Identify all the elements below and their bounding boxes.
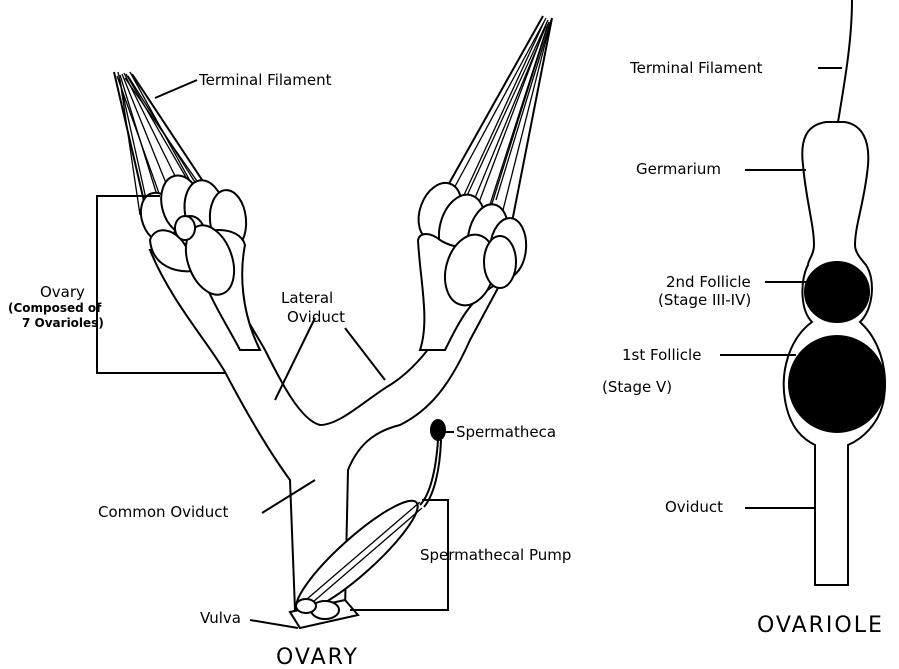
ovariole-oviduct-label: Oviduct	[665, 498, 723, 516]
ovary-leader-lines	[97, 80, 454, 628]
lateral-label: Lateral	[281, 289, 333, 307]
left-terminal-filament-label: Terminal Filament	[198, 71, 332, 89]
spermathecal-pump-label: Spermathecal Pump	[420, 546, 571, 564]
vulva-organ	[290, 599, 358, 628]
second-follicle	[805, 262, 869, 322]
first-follicle	[789, 336, 885, 432]
ovariole-terminal-filament	[838, 0, 852, 122]
common-oviduct-label: Common Oviduct	[98, 503, 228, 521]
oviduct-label: Oviduct	[287, 308, 345, 326]
vulva-label: Vulva	[200, 609, 241, 627]
ovary-drawing: Terminal Filament Ovary (Composed of 7 O…	[8, 16, 571, 669]
spermatheca-organ	[420, 420, 445, 507]
ovariole-title: OVARIOLE	[757, 613, 884, 638]
second-follicle-label: 2nd Follicle	[666, 273, 751, 291]
second-follicle-stage-label: (Stage III-IV)	[658, 291, 751, 309]
ovariole-drawing: Terminal Filament Germarium 2nd Follicle…	[602, 0, 885, 638]
ovary-composed-label: (Composed of	[8, 301, 102, 315]
first-follicle-stage-label: (Stage V)	[602, 378, 672, 396]
ovary-label: Ovary	[40, 283, 85, 301]
germarium-label: Germarium	[636, 160, 721, 178]
first-follicle-label: 1st Follicle	[622, 346, 701, 364]
spermatheca-label: Spermatheca	[456, 423, 556, 441]
ovary-title: OVARY	[276, 645, 359, 669]
ovariole-terminal-filament-label: Terminal Filament	[629, 59, 763, 77]
ovary-ovarioles-label: 7 Ovarioles)	[22, 316, 104, 330]
